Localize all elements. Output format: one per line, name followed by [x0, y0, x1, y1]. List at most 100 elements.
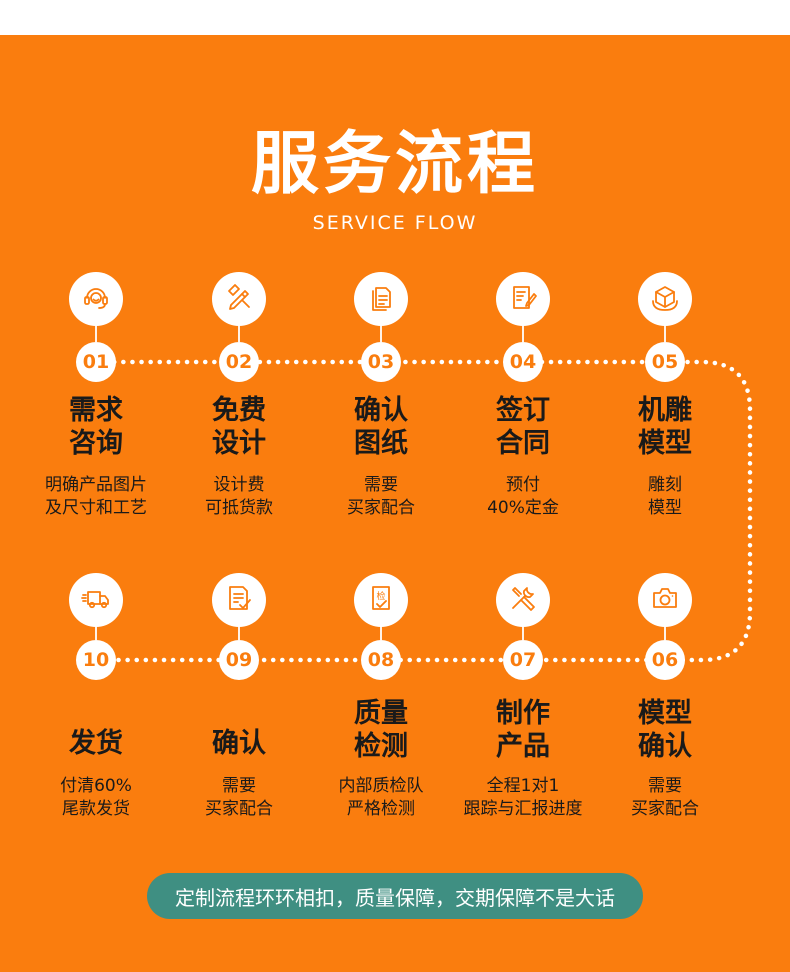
step-connector — [238, 324, 240, 342]
step-number: 04 — [503, 342, 543, 382]
step-number: 05 — [645, 342, 685, 382]
step-title-line: 图纸 — [354, 428, 408, 459]
step-connector — [95, 625, 97, 640]
step-title: 制作产品 — [448, 697, 598, 763]
step-title-line: 咨询 — [69, 428, 123, 459]
step-description-line: 内部质检队 — [338, 776, 424, 796]
inspection-icon: 检 — [365, 582, 397, 618]
step-number: 10 — [76, 640, 116, 680]
step-description-line: 设计费 — [213, 475, 265, 495]
step-description-line: 模型 — [648, 498, 682, 518]
step-description: 需要买家配合 — [164, 775, 314, 821]
step-description: 全程1对1 跟踪与汇报进度 — [448, 775, 598, 821]
step-description: 需要买家配合 — [590, 775, 740, 821]
design-pencil-icon — [223, 281, 255, 317]
step-icon-circle: 检 — [354, 573, 408, 627]
orange-panel — [0, 35, 790, 972]
step-description-line: 需要 — [364, 475, 398, 495]
step-number: 06 — [645, 640, 685, 680]
camera-icon — [649, 582, 681, 618]
step-description: 设计费可抵货款 — [164, 474, 314, 520]
step-description-line: 尾款发货 — [62, 799, 130, 819]
checklist-icon — [223, 582, 255, 618]
step-icon-circle — [496, 272, 550, 326]
step-description-line: 买家配合 — [205, 799, 273, 819]
step-description-line: 跟踪与汇报进度 — [463, 799, 583, 819]
step-icon-circle — [354, 272, 408, 326]
step-title: 确认图纸 — [306, 394, 456, 460]
step-description: 明确产品图片及尺寸和工艺 — [21, 474, 171, 520]
step-icon-circle — [69, 272, 123, 326]
step-title: 需求咨询 — [21, 394, 171, 460]
step-title-line: 机雕 — [638, 395, 692, 426]
step-number: 09 — [219, 640, 259, 680]
step-description-line: 需要 — [648, 776, 682, 796]
step-title: 发货 — [21, 727, 171, 760]
step-description-line: 买家配合 — [631, 799, 699, 819]
step-icon-circle — [69, 573, 123, 627]
step-title: 模型确认 — [590, 697, 740, 763]
step-title-line: 产品 — [496, 731, 550, 762]
step-number: 02 — [219, 342, 259, 382]
step-connector — [664, 324, 666, 342]
step-icon-circle — [212, 272, 266, 326]
step-title-line: 质量 — [354, 698, 408, 729]
step-title-line: 合同 — [496, 428, 550, 459]
step-icon-circle — [496, 573, 550, 627]
step-title-line: 检测 — [354, 731, 408, 762]
step-description-line: 雕刻 — [648, 475, 682, 495]
step-description: 预付 40%定金 — [448, 474, 598, 520]
step-icon-circle — [212, 573, 266, 627]
step-title-line: 确认 — [212, 728, 266, 759]
step-description-line: 买家配合 — [347, 498, 415, 518]
step-icon-circle — [638, 272, 692, 326]
step-connector — [380, 625, 382, 640]
step-icon-circle — [638, 573, 692, 627]
step-connector — [380, 324, 382, 342]
step-description: 需要买家配合 — [306, 474, 456, 520]
step-connector — [95, 324, 97, 342]
step-description: 内部质检队严格检测 — [306, 775, 456, 821]
headset-icon — [80, 281, 112, 317]
step-connector — [238, 625, 240, 640]
slogan-text: 定制流程环环相扣，质量保障，交期保障不是大话 — [175, 885, 615, 910]
page-title: 服务流程 — [250, 125, 539, 204]
step-number: 08 — [361, 640, 401, 680]
step-title-line: 确认 — [354, 395, 408, 426]
step-title-line: 模型 — [638, 428, 692, 459]
step-title-line: 制作 — [496, 698, 550, 729]
svg-text:检: 检 — [376, 590, 385, 602]
step-title-line: 设计 — [212, 428, 266, 459]
step-number: 03 — [361, 342, 401, 382]
step-description-line: 付清60% — [60, 776, 132, 796]
step-title: 质量检测 — [306, 697, 456, 763]
contract-sign-icon — [507, 281, 539, 317]
step-description-line: 预付 — [506, 475, 540, 495]
delivery-truck-icon — [80, 582, 112, 618]
step-title-line: 发货 — [69, 728, 123, 759]
step-title-line: 模型 — [638, 698, 692, 729]
step-connector — [522, 625, 524, 640]
page-subtitle: SERVICE FLOW — [312, 212, 478, 234]
step-description-line: 及尺寸和工艺 — [45, 498, 147, 518]
step-description-line: 全程1对1 — [486, 776, 560, 796]
step-title-line: 确认 — [638, 731, 692, 762]
step-connector — [522, 324, 524, 342]
document-copy-icon — [365, 281, 397, 317]
step-title-line: 需求 — [69, 395, 123, 426]
step-description-line: 严格检测 — [347, 799, 415, 819]
step-description-line: 明确产品图片 — [45, 475, 147, 495]
step-title: 机雕模型 — [590, 394, 740, 460]
step-description-line: 可抵货款 — [205, 498, 273, 518]
step-description-line: 40%定金 — [487, 498, 559, 518]
step-title: 签订合同 — [448, 394, 598, 460]
step-description: 雕刻模型 — [590, 474, 740, 520]
step-number: 07 — [503, 640, 543, 680]
step-number: 01 — [76, 342, 116, 382]
3d-cube-icon — [649, 281, 681, 317]
step-description-line: 需要 — [222, 776, 256, 796]
tools-icon — [507, 582, 539, 618]
step-description: 付清60% 尾款发货 — [21, 775, 171, 821]
slogan-banner: 定制流程环环相扣，质量保障，交期保障不是大话 — [147, 873, 643, 919]
